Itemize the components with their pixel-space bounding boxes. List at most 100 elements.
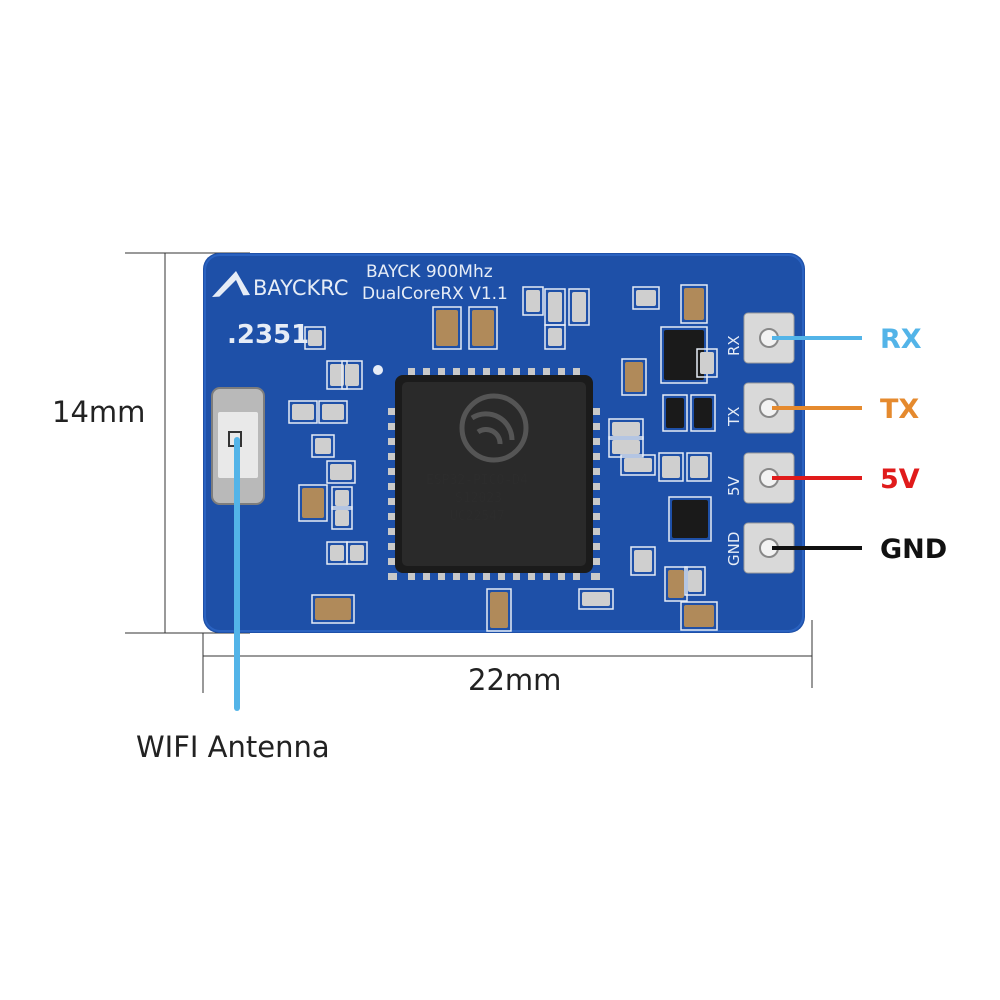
smd-component [350,545,364,561]
mcu-pin [388,498,397,505]
smd-component [490,592,508,628]
component-outline [632,286,660,310]
smd-component [308,330,322,346]
smd-component [315,438,331,454]
height-label: 14mm [52,395,145,429]
component-outline [578,588,614,610]
mcu-pin [543,368,550,377]
component-outline [544,324,566,350]
mcu-pin [591,453,600,460]
width-label: 22mm [468,663,561,697]
component-outline [486,588,512,632]
component-outline [288,400,318,424]
mcu-pin [591,468,600,475]
smd-component [292,404,314,420]
mcu-pin [573,571,580,580]
smd-component [335,490,349,506]
smd-component [688,570,702,592]
board-title-2: DualCoreRX V1.1 [362,284,508,304]
mcu-pin [573,368,580,377]
mcu-pin [468,368,475,377]
smd-component [672,500,708,538]
mcu-pin [498,368,505,377]
mcu-pin [558,368,565,377]
mcu-chip: ESP32-PICO-D4 S12023 UC22547 [388,368,600,580]
pin-silkscreen: RX [725,335,743,356]
mcu-pin [408,571,415,580]
smd-component [335,510,349,526]
mcu-pin [528,571,535,580]
mcu-pin [591,498,600,505]
smd-component [664,330,704,380]
smd-component [666,398,684,428]
mcu-pin [388,558,397,565]
mcu-pin [388,423,397,430]
mcu-pin [558,571,565,580]
component-outline [668,496,712,542]
pin-label: RX [880,324,922,355]
smd-component [436,310,458,346]
mcu-pin [453,571,460,580]
mcu-pin [591,483,600,490]
smd-component [684,288,704,320]
mcu-pin [591,513,600,520]
mcu-pin [453,368,460,377]
component-outline [662,394,688,432]
mcu-pin [423,368,430,377]
smd-component [700,352,714,374]
pin-label: TX [880,394,919,425]
smd-component [472,310,494,346]
smd-component [668,570,684,598]
component-outline [621,358,647,396]
mcu-pin [388,408,397,415]
mcu-pin [513,571,520,580]
component-outline [696,348,718,378]
mcu-pin [498,571,505,580]
smd-component [612,422,640,436]
component-outline [331,486,353,510]
smd-component [322,404,344,420]
pin-silkscreen: TX [725,407,743,427]
component-outline [346,541,368,565]
pin1-marker [373,365,383,375]
smd-component [690,456,708,478]
component-outline [311,434,335,458]
component-outline [468,306,498,350]
smd-component [330,545,344,561]
smd-component [694,398,712,428]
mcu-pin [543,571,550,580]
component-outline [608,418,644,440]
pcb-board: BAYCKRC BAYCK 900Mhz DualCoreRX V1.1 .23… [203,253,805,633]
smd-components [288,284,718,632]
component-outline [311,594,355,624]
antenna-callout: WIFI Antenna [136,437,330,764]
mcu-pin [513,368,520,377]
espressif-logo-icon [459,393,529,463]
component-outline [664,566,688,602]
smd-component [330,364,344,386]
mcu-pin [483,368,490,377]
mcu-pin [388,528,397,535]
smd-component [625,362,643,392]
mcu-pin [591,423,600,430]
smd-component [662,456,680,478]
component-outline [341,360,363,390]
smd-component [315,598,351,620]
mcu-pin [388,468,397,475]
chip-marking-2: S12023 [455,491,502,506]
smd-component [330,464,352,480]
mcu-pin [591,558,600,565]
smd-component [548,292,562,322]
mcu-pin [388,513,397,520]
component-outline [304,326,326,350]
component-outline [298,484,328,522]
mcu-pin [388,543,397,550]
smd-component [345,364,359,386]
pin-label: GND [880,534,947,565]
mcu-pin [423,571,430,580]
component-outline [630,546,656,576]
mcu-pin [591,528,600,535]
board-title-1: BAYCK 900Mhz [366,262,493,282]
mcu-pin [388,573,397,580]
